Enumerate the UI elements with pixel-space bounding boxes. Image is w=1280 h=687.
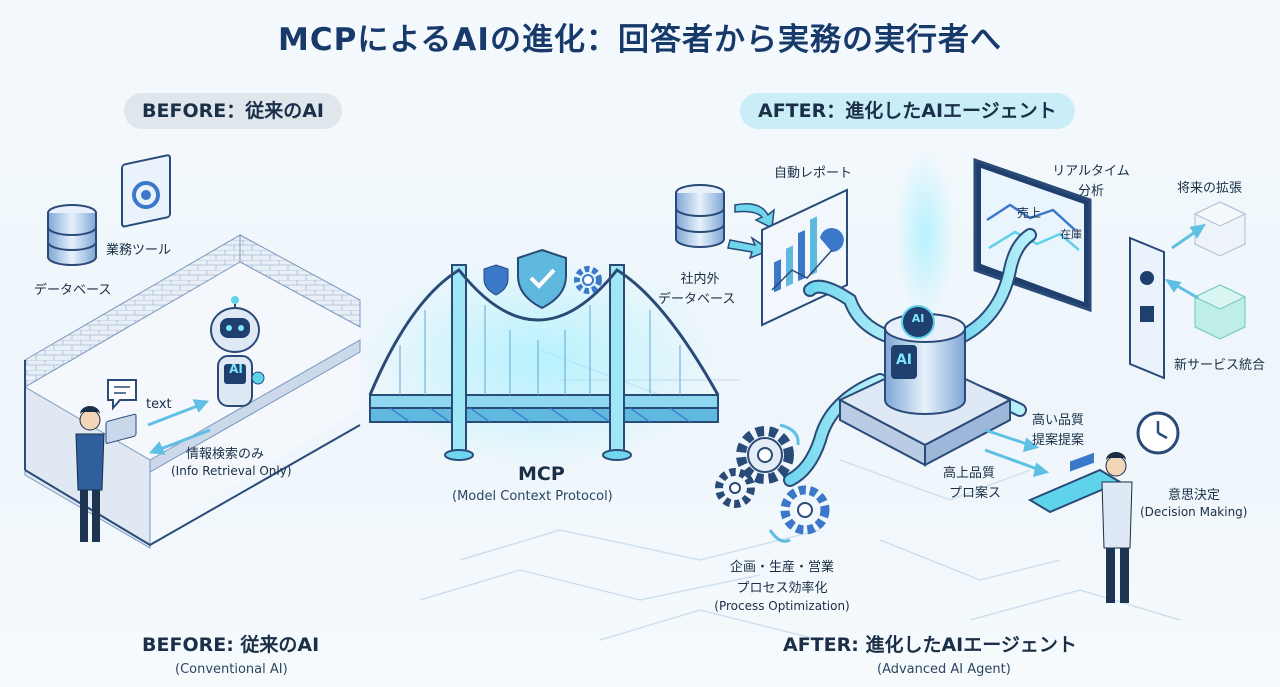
device-panel [1129,236,1165,380]
before-header-pill: BEFORE：従来のAI [124,93,342,129]
ai-hub-glow [895,150,955,320]
user-figure-left [75,406,137,542]
business-tool-label: 業務ツール [106,243,172,258]
text-label: text [146,397,172,412]
robot-icon [210,296,265,407]
decision-label: 意思決定 [1168,488,1221,503]
ai-hub-top-badge: AI [911,312,925,325]
new-service-label: 新サービス統合 [1174,358,1266,373]
process-sub: (Process Optimization) [714,599,850,613]
high-quality-label-1: 高い品質 [1032,413,1085,428]
data-flow-arrows [727,203,775,260]
mcp-label: MCP [518,463,565,485]
proposal-label-2: プロ案ス [949,486,1002,501]
clock-icon [1136,411,1180,455]
external-db-label-2: データベース [658,292,736,307]
external-db-label-1: 社内外 [680,272,720,287]
process-label-2: プロセス効率化 [736,581,828,596]
auto-report-label: 自動レポート [774,166,853,181]
text-bubble-icon [107,379,137,411]
high-quality-label-2: 提案提案 [1032,433,1085,448]
bridge-icon [368,264,720,461]
realtime-label-1: リアルタイム [1052,164,1130,179]
page-title: MCPによるAIの進化：回答者から実務の実行者へ [278,22,1002,58]
info-retrieval-label: 情報検索のみ [186,447,265,462]
before-footer-sub: (Conventional AI) [175,662,288,677]
external-database-icon [675,184,725,248]
process-label-1: 企画・生産・営業 [729,560,834,575]
database-icon [47,204,97,266]
future-extension-label: 将来の拡張 [1177,181,1243,196]
realtime-label-2: 分析 [1077,184,1104,199]
small-shield-icon [483,264,509,296]
realtime-screen-stock: 在庫 [1060,228,1082,241]
realtime-screen-sales: 売上 [1017,206,1042,220]
proposal-label-1: 高上品質 [943,466,996,481]
new-service-cube-icon [1193,284,1247,340]
robot-ai-badge: AI [229,362,243,376]
info-retrieval-sub: (Info Retrieval Only) [171,464,292,478]
extension-arrows [1164,223,1206,300]
after-footer-sub: (Advanced AI Agent) [877,662,1011,677]
after-header-pill: AFTER：進化したAIエージェント [740,93,1075,129]
before-walled-enclosure [24,234,361,549]
mcp-sub: (Model Context Protocol) [452,489,613,504]
shield-check-icon [517,248,567,310]
cycle-arrows [768,423,800,543]
after-footer-title: AFTER: 進化したAIエージェント [783,634,1077,656]
exchange-arrows [147,399,211,455]
ai-hub-front-badge: AI [895,352,913,368]
future-cube-icon [1193,201,1247,257]
gear-icon-mcp [574,266,602,294]
database-label: データベース [34,283,112,298]
before-footer-title: BEFORE: 従来のAI [142,634,320,656]
ai-hub-cylinder [884,305,966,415]
decision-sub: (Decision Making) [1140,505,1248,519]
auto-report-board [761,188,848,327]
business-tool-icon [121,154,171,228]
proposal-arrows [984,428,1050,478]
user-figure-right [1101,452,1133,603]
process-gears-icon [715,426,830,535]
